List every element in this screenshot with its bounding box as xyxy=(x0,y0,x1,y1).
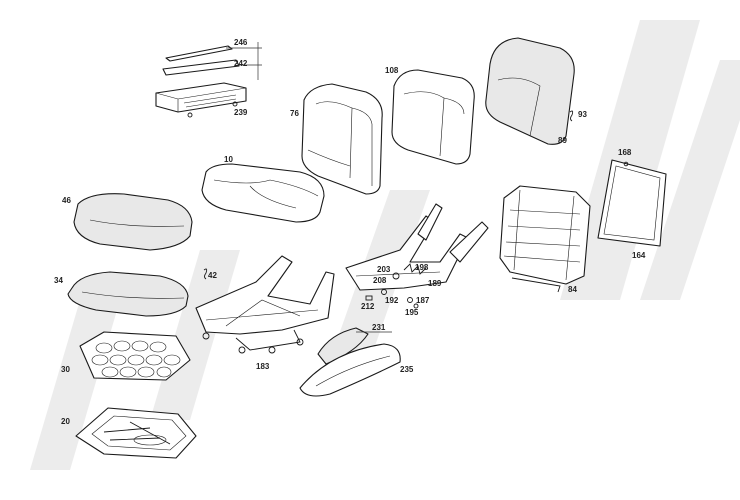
callout-108: 108 xyxy=(385,66,399,75)
callout-189: 189 xyxy=(428,279,442,288)
callout-212: 212 xyxy=(361,302,375,311)
part-34-seat-pad xyxy=(67,271,189,317)
part-164-back-panel xyxy=(597,159,667,247)
part-84-backrest-frame xyxy=(499,185,591,293)
callout-46: 46 xyxy=(62,196,71,205)
callout-235: 235 xyxy=(400,365,414,374)
part-89-backrest-foam xyxy=(485,37,575,145)
callout-34: 34 xyxy=(54,276,63,285)
part-108-backrest-pad xyxy=(391,69,475,165)
callout-208: 208 xyxy=(373,276,387,285)
part-20-seat-pan xyxy=(75,407,197,459)
callout-20: 20 xyxy=(61,417,70,426)
part-recliner-mechanism xyxy=(345,203,489,309)
callout-239: 239 xyxy=(234,108,248,117)
callout-187: 187 xyxy=(416,296,430,305)
part-235-side-cover xyxy=(299,343,401,397)
callout-93: 93 xyxy=(578,110,587,119)
callout-198: 198 xyxy=(415,263,429,272)
part-183-seat-frame xyxy=(195,255,335,354)
part-242-trim xyxy=(162,59,262,76)
part-246-trim xyxy=(165,42,262,80)
callout-84: 84 xyxy=(568,285,577,294)
callout-231: 231 xyxy=(372,323,386,332)
callout-76: 76 xyxy=(290,109,299,118)
callout-246: 246 xyxy=(234,38,248,47)
callout-10: 10 xyxy=(224,155,233,164)
callout-192: 192 xyxy=(385,296,399,305)
part-46-seat-foam xyxy=(73,193,193,251)
callout-242: 242 xyxy=(234,59,248,68)
callout-203: 203 xyxy=(377,265,391,274)
callout-42: 42 xyxy=(208,271,217,280)
part-239-armrest xyxy=(155,82,247,118)
part-42-clip xyxy=(203,268,208,280)
part-76-backrest-cover xyxy=(301,83,383,195)
callout-183: 183 xyxy=(256,362,270,371)
callout-30: 30 xyxy=(61,365,70,374)
part-10-seat-cover xyxy=(201,163,325,223)
callout-89: 89 xyxy=(558,136,567,145)
part-30-spring-mat xyxy=(79,331,191,381)
callout-164: 164 xyxy=(632,251,646,260)
callout-168: 168 xyxy=(618,148,632,157)
callout-labels: 246 242 239 76 108 93 89 10 46 168 164 8… xyxy=(54,38,646,426)
part-93-clip xyxy=(569,110,574,122)
callout-195: 195 xyxy=(405,308,419,317)
